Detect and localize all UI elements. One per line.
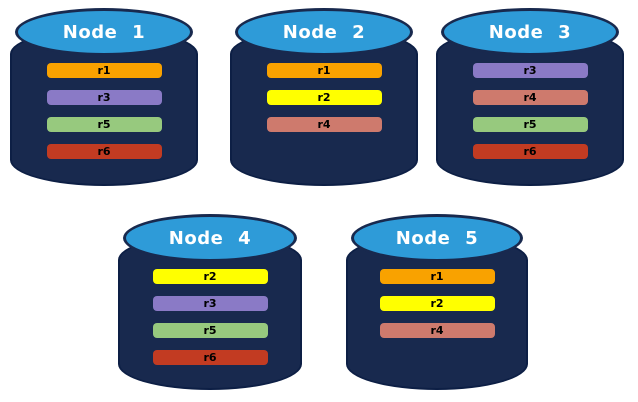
replica-bar-r6: r6 xyxy=(472,144,588,159)
replica-bar-r4: r4 xyxy=(266,117,382,132)
node-title: Node 3 xyxy=(488,21,572,43)
replica-bar-r2: r2 xyxy=(152,269,268,284)
replica-bar-r1: r1 xyxy=(379,269,495,284)
replica-bar-r1: r1 xyxy=(46,63,162,78)
node-cylinder-2: Node 2 r1 r2 r4 xyxy=(230,8,418,186)
node-title: Node 2 xyxy=(282,21,366,43)
cylinder-body xyxy=(346,234,528,390)
replica-bar-r6: r6 xyxy=(152,350,268,365)
cylinder-top: Node 4 xyxy=(123,214,297,262)
replica-list: r1 r2 r4 xyxy=(230,63,418,132)
node-cylinder-5: Node 5 r1 r2 r4 xyxy=(346,214,528,390)
cylinder-top: Node 5 xyxy=(351,214,523,262)
replica-bar-r1: r1 xyxy=(266,63,382,78)
replica-bar-r4: r4 xyxy=(472,90,588,105)
node-title: Node 4 xyxy=(168,227,252,249)
replica-bar-r4: r4 xyxy=(379,323,495,338)
cylinder-top: Node 3 xyxy=(441,8,619,56)
cylinder-top: Node 2 xyxy=(235,8,413,56)
node-cylinder-3: Node 3 r3 r4 r5 r6 xyxy=(436,8,624,186)
replica-list: r2 r3 r5 r6 xyxy=(118,269,302,365)
node-cylinder-4: Node 4 r2 r3 r5 r6 xyxy=(118,214,302,390)
replica-bar-r3: r3 xyxy=(472,63,588,78)
replica-list: r3 r4 r5 r6 xyxy=(436,63,624,159)
replica-bar-r2: r2 xyxy=(266,90,382,105)
replica-list: r1 r2 r4 xyxy=(346,269,528,338)
replica-bar-r3: r3 xyxy=(152,296,268,311)
node-title: Node 1 xyxy=(62,21,146,43)
replica-list: r1 r3 r5 r6 xyxy=(10,63,198,159)
replica-bar-r2: r2 xyxy=(379,296,495,311)
replica-bar-r5: r5 xyxy=(472,117,588,132)
node-title: Node 5 xyxy=(395,227,479,249)
replica-bar-r6: r6 xyxy=(46,144,162,159)
cylinder-top: Node 1 xyxy=(15,8,193,56)
node-cylinder-1: Node 1 r1 r3 r5 r6 xyxy=(10,8,198,186)
replica-bar-r3: r3 xyxy=(46,90,162,105)
replica-bar-r5: r5 xyxy=(46,117,162,132)
replica-bar-r5: r5 xyxy=(152,323,268,338)
